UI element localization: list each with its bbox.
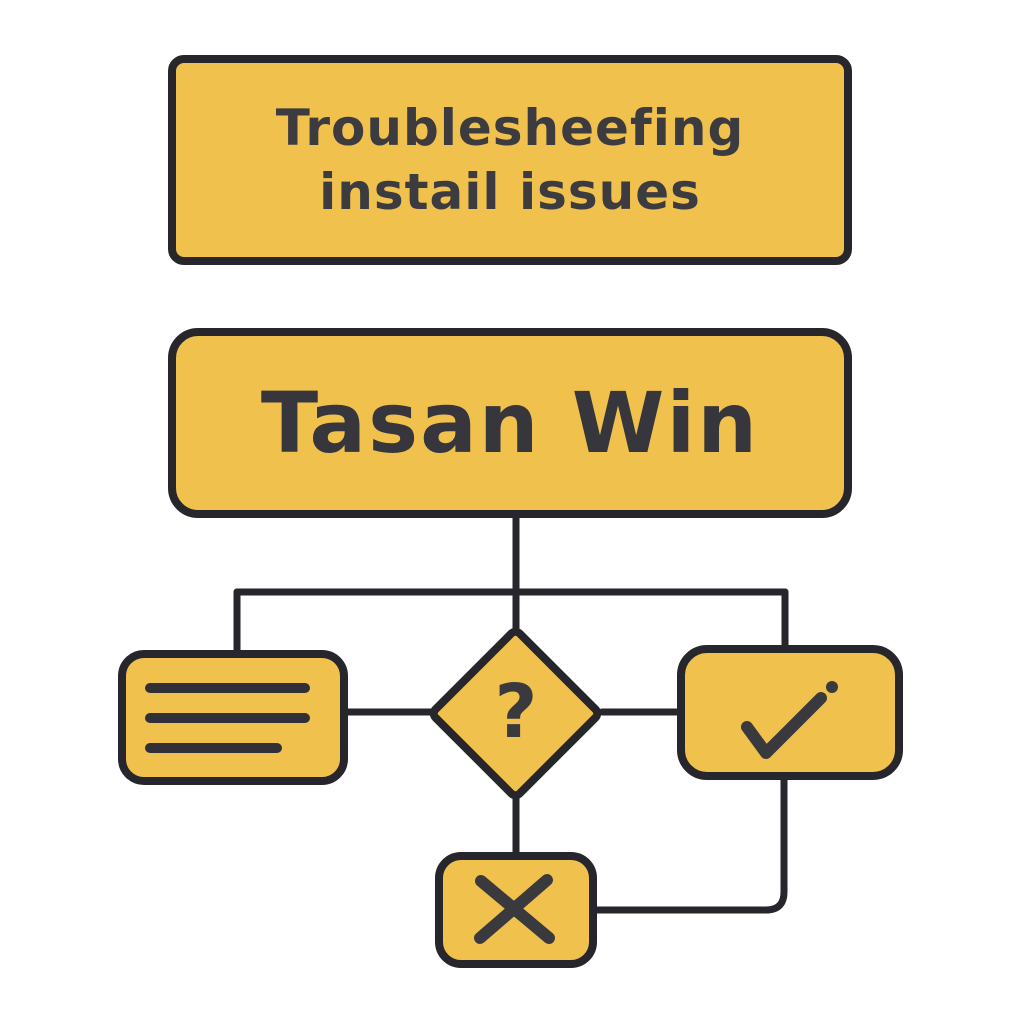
title-line-1: Troublesheefing xyxy=(275,99,745,157)
x-icon xyxy=(474,874,555,944)
title-box: Troublesheefing instail issues xyxy=(168,55,852,265)
menu-lines-icon xyxy=(145,683,310,753)
success-box xyxy=(677,645,903,780)
checkmark-icon xyxy=(741,681,838,759)
failure-box xyxy=(435,852,597,968)
connector-success-to-failure xyxy=(592,775,788,914)
subject-label: Tasan Win xyxy=(260,374,760,472)
title-line-2: instail issues xyxy=(319,163,701,221)
notes-box xyxy=(118,650,348,785)
subject-box: Tasan Win xyxy=(168,328,852,518)
question-mark-icon: ? xyxy=(494,669,538,755)
